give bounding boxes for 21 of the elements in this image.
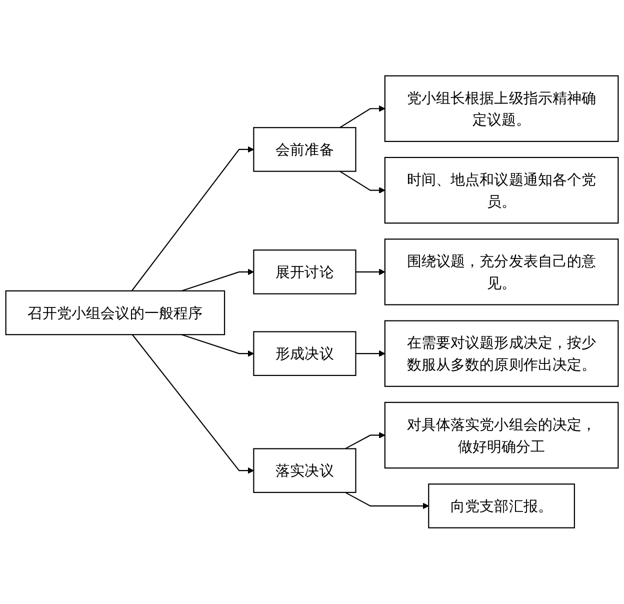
node-box: 会前准备 — [253, 127, 356, 172]
node-box: 党小组长根据上级指示精神确定议题。 — [384, 75, 619, 142]
node-box: 落实决议 — [253, 448, 356, 494]
arrow — [356, 268, 386, 276]
node-box: 时间、地点和议题通知各个党员。 — [384, 157, 619, 224]
node-box: 在需要对议题形成决定，按少数服从多数的原则作出决定。 — [384, 320, 619, 388]
arrow — [132, 334, 254, 474]
arrow — [340, 171, 386, 194]
node-box: 展开讨论 — [253, 250, 356, 295]
node-box: 向党支部汇报。 — [428, 484, 575, 529]
node-box: 围绕议题，充分发表自己的意见。 — [384, 238, 619, 306]
node-box: 召开党小组会议的一般程序 — [5, 290, 226, 336]
arrow — [340, 106, 386, 128]
arrow — [356, 350, 386, 357]
arrow — [131, 146, 254, 292]
arrow — [345, 492, 429, 510]
node-box: 形成决议 — [253, 331, 356, 376]
node-box: 对具体落实党小组会的决定，做好明确分工 — [384, 402, 619, 469]
arrow — [181, 268, 254, 292]
arrow — [345, 432, 386, 450]
arrow — [181, 334, 254, 357]
